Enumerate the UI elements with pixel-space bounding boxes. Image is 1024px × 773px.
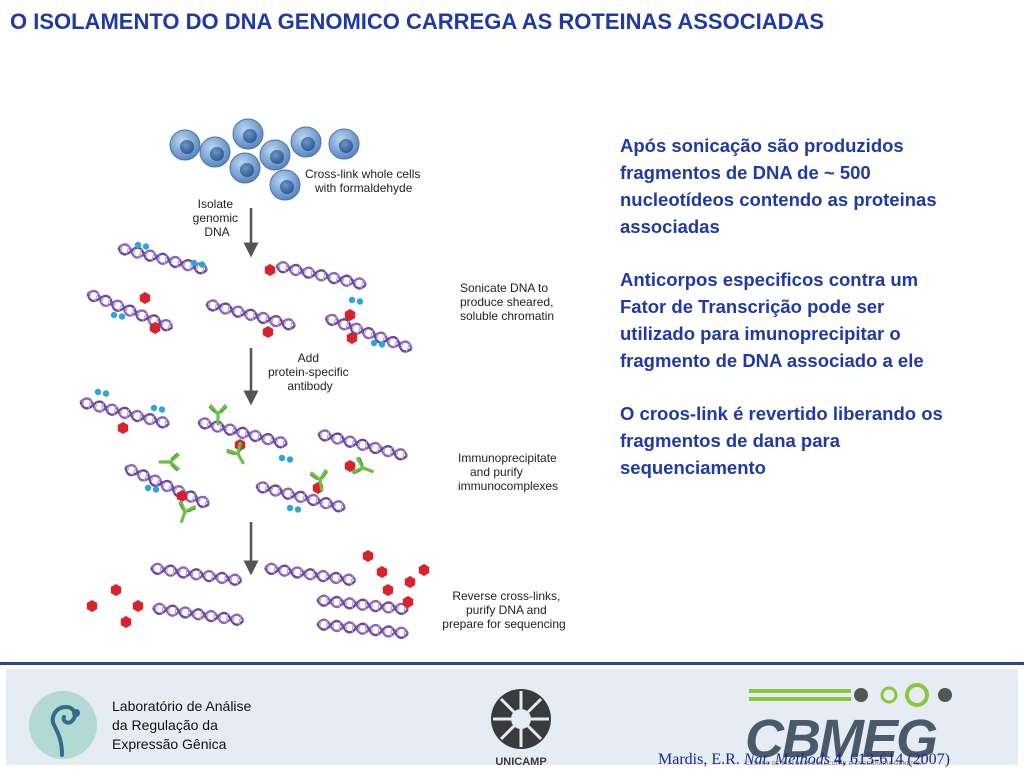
dna-fragment	[204, 297, 298, 332]
explanation-text: Após sonicação são produzidos fragmentos…	[620, 132, 960, 507]
dna-fragment	[315, 593, 410, 616]
cbmeg-label: CBMEG	[745, 709, 937, 769]
blue-protein	[150, 404, 166, 413]
cell	[328, 128, 360, 160]
antibody	[350, 455, 378, 482]
red-protein	[362, 550, 374, 562]
dna-fragment	[149, 561, 244, 587]
chip-seq-diagram: Cross-link whole cells with formaldehyde…	[78, 118, 566, 640]
citation: Mardis, E.R. Nat. Methods 4, 613-614 (20…	[658, 751, 950, 768]
purified-dna	[86, 550, 430, 640]
antibody	[207, 404, 229, 426]
blue-protein	[286, 504, 302, 513]
unicamp-label: UNICAMP	[495, 756, 546, 768]
dna-fragment	[116, 241, 210, 276]
cell	[269, 169, 301, 201]
cell	[169, 129, 201, 161]
cell	[229, 152, 261, 184]
red-protein	[132, 600, 144, 612]
label-reverse: Reverse cross-links, purify DNA and prep…	[442, 589, 565, 631]
label-crosslink: Cross-link whole cells with formaldehyde	[305, 167, 424, 195]
cell	[259, 139, 291, 171]
blue-protein	[348, 296, 364, 305]
label-add-antibody: Add protein-specific antibody	[268, 351, 352, 393]
blue-protein	[110, 311, 126, 320]
red-protein	[262, 326, 274, 338]
footer-bar: Laboratório de Análise da Regulação da E…	[0, 662, 1024, 771]
label-immunoprecipitate: Immunoprecipitate and purify immunocompl…	[458, 451, 560, 493]
red-protein	[404, 576, 416, 588]
paragraph-antibodies: Anticorpos especificos contra um Fator d…	[620, 269, 924, 371]
paragraph-crosslink-reversal: O croos-link é revertido liberando os fr…	[620, 403, 943, 478]
cbmeg-logo-icon: CBMEG	[745, 683, 952, 769]
lab-logo-icon	[29, 691, 97, 759]
dna-fragment	[151, 601, 246, 627]
dna-fragment	[316, 427, 410, 462]
dna-fragment	[84, 287, 176, 334]
blue-protein	[94, 388, 110, 397]
antibody	[224, 440, 253, 469]
blue-protein	[278, 454, 294, 463]
footer-panel: Laboratório de Análise da Regulação da E…	[6, 669, 1018, 769]
antibody	[171, 499, 198, 527]
cell	[232, 118, 264, 150]
cbmeg-subtitle: CENTRO DE BIOLOGIA MOLECULAR E ENGENHARI…	[746, 761, 924, 767]
lab-name: Laboratório de Análise da Regulação da E…	[112, 698, 252, 752]
paragraph-sonication: Após sonicação são produzidos fragmentos…	[620, 135, 937, 237]
cell	[199, 136, 231, 168]
label-sonicate: Sonicate DNA to produce sheared, soluble…	[460, 281, 557, 323]
dna-fragment	[274, 259, 369, 291]
red-protein	[382, 584, 394, 596]
red-protein	[117, 422, 129, 434]
red-protein	[418, 564, 430, 576]
red-protein	[110, 584, 122, 596]
red-protein	[376, 566, 388, 578]
red-protein	[139, 292, 151, 304]
immunoprecipitated-fragments	[78, 388, 410, 527]
dna-fragment	[263, 561, 358, 587]
red-protein	[86, 600, 98, 612]
dna-fragment	[315, 617, 410, 640]
dna-fragment	[323, 311, 415, 355]
dna-fragment	[122, 461, 212, 511]
unicamp-logo-icon: UNICAMP	[491, 689, 551, 768]
label-isolate: Isolate genomic DNA	[193, 197, 242, 239]
cell	[290, 126, 322, 158]
red-protein	[264, 264, 276, 276]
sonicated-fragments	[84, 241, 415, 355]
antibody	[158, 451, 180, 473]
page-title: O ISOLAMENTO DO DNA GENOMICO CARREGA AS …	[10, 9, 825, 34]
red-protein	[120, 616, 132, 628]
